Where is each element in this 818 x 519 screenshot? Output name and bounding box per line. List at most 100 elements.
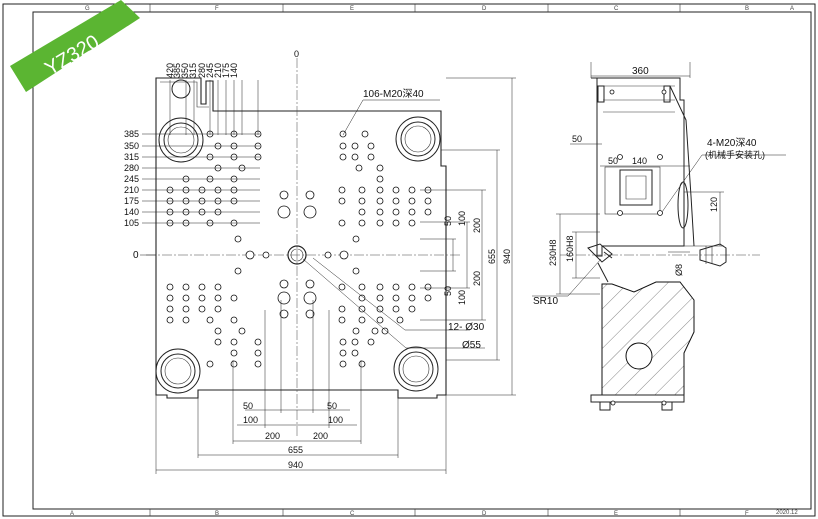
platen-outline: [155, 77, 447, 399]
m20-hole: [214, 283, 222, 291]
m20-hole: [392, 186, 400, 194]
side-section-hole: [625, 342, 653, 370]
border-zone-ticks: [149, 4, 681, 516]
m20-hole: [392, 208, 400, 216]
top-ruler-label: 420: [165, 63, 175, 78]
border-zone-labels-bottom: A B C D E F: [70, 511, 749, 517]
side-dim-d8: Ø8: [674, 264, 684, 276]
zone-label-top: B: [745, 6, 749, 12]
m20-hole: [358, 360, 366, 368]
m20-hole: [408, 219, 416, 227]
m20-hole: [392, 294, 400, 302]
callout-holes-text: 106-M20深40: [363, 88, 424, 100]
pin-hole: [305, 279, 315, 289]
dim-bottom-50-left: 50: [243, 401, 253, 411]
callout-holes: 106-M20深40: [342, 88, 440, 136]
zone-label-bottom: D: [482, 511, 487, 517]
m20-hole: [358, 283, 366, 291]
m20-hole: [166, 283, 174, 291]
tie-bar-bore-br: [393, 346, 439, 392]
m20-hole: [381, 327, 389, 335]
zone-label-bottom: A: [70, 511, 74, 517]
dim-bottom-200-left: 200: [265, 431, 280, 441]
callout-center: Ø55: [302, 258, 485, 351]
side-dim-230h8: 230H8: [548, 239, 558, 266]
callout-pins: 12- Ø30: [312, 257, 485, 333]
pin-hole: [245, 250, 255, 260]
m20-hole: [376, 197, 384, 205]
m20-hole: [392, 305, 400, 313]
m20-hole: [339, 130, 347, 138]
m20-hole: [198, 294, 206, 302]
robot-mount-window: [619, 169, 653, 206]
m20-hole: [206, 360, 214, 368]
m20-hole: [367, 142, 375, 150]
m20-hole: [166, 294, 174, 302]
m20-hole: [182, 294, 190, 302]
m20-hole: [408, 186, 416, 194]
zone-label-top: G: [85, 6, 90, 12]
m20-hole: [262, 251, 270, 259]
callout-pins-text: 12- Ø30: [448, 322, 485, 333]
m20-hole: [182, 305, 190, 313]
zone-label-bottom: E: [614, 511, 618, 517]
m20-hole: [230, 349, 238, 357]
side-zero-label: 0: [133, 250, 139, 261]
side-ruler-label: 280: [124, 163, 139, 173]
side-dim-140: 140: [632, 156, 647, 166]
side-dim-360: 360: [632, 66, 649, 77]
dim-right-50-lower: 50: [443, 286, 453, 296]
m20-hole: [254, 360, 262, 368]
m20-hole: [376, 219, 384, 227]
m20-hole: [198, 283, 206, 291]
m20-hole: [376, 208, 384, 216]
side-ruler-label: 105: [124, 218, 139, 228]
side-callout-robot: 4-M20深40: [707, 137, 757, 149]
top-zero-label: 0: [294, 49, 299, 59]
dim-bottom-940: 940: [288, 460, 303, 470]
m20-hole: [376, 294, 384, 302]
dim-bottom-655: 655: [288, 445, 303, 455]
m20-hole: [339, 349, 347, 357]
pin-hole: [279, 279, 289, 289]
m20-hole: [396, 316, 404, 324]
m20-hole: [230, 316, 238, 324]
zone-label-top: D: [482, 6, 487, 12]
zone-label-bottom: B: [215, 511, 219, 517]
m20-hole: [392, 219, 400, 227]
side-dimensions: 360 50 50 140 4-M20深40 (机械手安装孔) 120 230H…: [532, 62, 786, 307]
m20-hole: [408, 294, 416, 302]
m20-hole: [166, 305, 174, 313]
m20-hole: [339, 142, 347, 150]
m20-hole: [230, 338, 238, 346]
m20-hole: [339, 360, 347, 368]
m20-hole: [230, 360, 238, 368]
side-ruler-label: 245: [124, 174, 139, 184]
zone-label-bottom: F: [745, 511, 749, 517]
top-ruler-label: 350: [180, 63, 190, 78]
tie-bar-bore-tl: [158, 117, 204, 163]
top-ruler-label: 280: [197, 63, 207, 78]
top-ruler-label: 315: [188, 63, 198, 78]
m20-hole: [371, 327, 379, 335]
m20-hole: [358, 316, 366, 324]
m20-hole: [351, 338, 359, 346]
side-ruler-label: 385: [124, 129, 139, 139]
dim-bottom-200-right: 200: [313, 431, 328, 441]
side-ruler-label: 350: [124, 141, 139, 151]
top-ruler-label: 140: [229, 63, 239, 78]
m20-hole: [182, 316, 190, 324]
zone-label-bottom: C: [350, 511, 355, 517]
m20-hole: [351, 142, 359, 150]
zone-label-top: C: [614, 6, 619, 12]
dim-right-100-lower: 100: [457, 290, 467, 305]
m20-hole: [376, 164, 384, 172]
m20-hole: [367, 153, 375, 161]
m20-hole: [339, 338, 347, 346]
side-ruler-label: 140: [124, 207, 139, 217]
m20-hole: [182, 283, 190, 291]
m20-hole: [352, 327, 360, 335]
pin-hole: [305, 190, 315, 200]
